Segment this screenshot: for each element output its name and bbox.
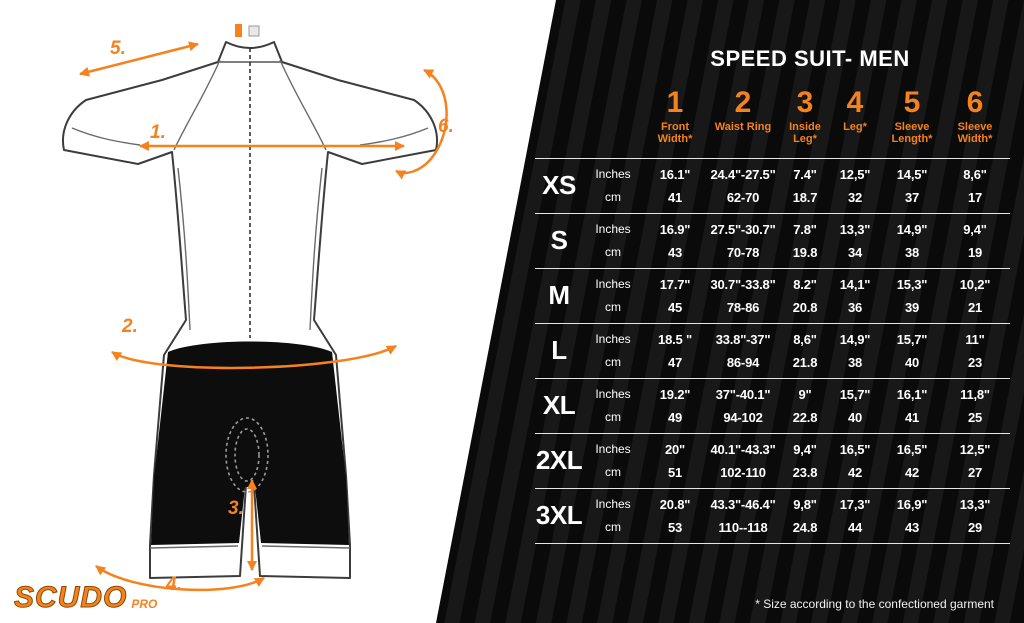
brand-name: SCUDO bbox=[13, 581, 128, 614]
column-header: 6 Sleeve Width* bbox=[957, 86, 993, 146]
leg-cuff-arrow bbox=[95, 565, 265, 592]
measurement-cell: 15,3"39 bbox=[896, 276, 928, 315]
collar-emblem bbox=[235, 24, 242, 37]
column-header: 2 Waist Ring bbox=[714, 86, 772, 134]
measurement-cell: 20"51 bbox=[664, 441, 686, 480]
size-label: M bbox=[548, 280, 570, 311]
sleeve-length-arrow bbox=[79, 41, 199, 77]
size-label: L bbox=[551, 335, 567, 366]
sleeve-width-arrow bbox=[395, 68, 448, 180]
measurement-cell: 16,1"41 bbox=[896, 386, 928, 425]
measurement-cell: 8.2"20.8 bbox=[792, 276, 818, 315]
measurement-cell: 11,8"25 bbox=[960, 386, 990, 425]
measurement-cell: 9,8"24.8 bbox=[792, 496, 818, 535]
measurement-cell: 37"-40.1"94-102 bbox=[715, 386, 771, 425]
diagram-panel: 1. 2. 3. 4. 5. 6. SCUDO PRO bbox=[0, 0, 556, 623]
table-header: 1 Front Width* 2 Waist Ring 3 Inside Leg… bbox=[535, 88, 1010, 146]
measure-label-2: 2. bbox=[121, 316, 138, 337]
measurement-cell: 16,5"42 bbox=[896, 441, 928, 480]
measurement-cell: 14,5"37 bbox=[896, 166, 928, 205]
measurement-cell: 20.8"53 bbox=[659, 496, 691, 535]
size-label: 2XL bbox=[535, 445, 583, 476]
size-table-panel: SPEED SUIT- MEN 1 Front Width* 2 Waist R… bbox=[535, 0, 1010, 623]
measurement-cell: 16.9"43 bbox=[659, 221, 691, 260]
measurement-cell: 8,6"21.8 bbox=[792, 331, 818, 370]
footnote: * Size according to the confectioned gar… bbox=[755, 597, 994, 611]
measurement-cell: 14,9"38 bbox=[839, 331, 871, 370]
shorts bbox=[151, 341, 349, 545]
measurement-cell: 15,7"40 bbox=[839, 386, 871, 425]
measurement-cell: 27.5"-30.7"70-78 bbox=[710, 221, 776, 260]
measurement-cell: 12,5"32 bbox=[839, 166, 871, 205]
brand-logo: SCUDO PRO bbox=[13, 581, 158, 614]
measurement-cell: 7.8"19.8 bbox=[792, 221, 818, 260]
measurement-cell: 9,4"23.8 bbox=[792, 441, 818, 480]
measure-label-3: 3. bbox=[228, 498, 244, 519]
measurement-cell: 14,1"36 bbox=[839, 276, 871, 315]
measurement-cell: 13,3"34 bbox=[839, 221, 871, 260]
size-label: 3XL bbox=[535, 500, 583, 531]
column-header: 1 Front Width* bbox=[657, 86, 693, 146]
size-label: XS bbox=[542, 170, 576, 201]
measurement-cell: 17.7"45 bbox=[659, 276, 691, 315]
measurement-cell: 19.2"49 bbox=[659, 386, 691, 425]
measurement-cell: 13,3"29 bbox=[959, 496, 991, 535]
waist-ring-arrow bbox=[111, 344, 397, 370]
measurement-cell: 8,6"17 bbox=[963, 166, 987, 205]
measurement-cell: 15,7"40 bbox=[896, 331, 928, 370]
measurement-cell: 14,9"38 bbox=[896, 221, 928, 260]
page-title: SPEED SUIT- MEN bbox=[710, 46, 910, 71]
measurement-cell: 18.5 "47 bbox=[658, 331, 692, 370]
measurement-cell: 11"23 bbox=[965, 331, 985, 370]
measurement-cell: 7.4"18.7 bbox=[792, 166, 818, 205]
measurement-cell: 40.1"-43.3"102-110 bbox=[710, 441, 776, 480]
measurement-cell: 33.8"-37"86-94 bbox=[715, 331, 771, 370]
measurement-cell: 10,2"21 bbox=[959, 276, 991, 315]
collar-size-tag bbox=[248, 25, 260, 37]
measurement-cell: 16.1"41 bbox=[659, 166, 691, 205]
column-header: 3 Inside Leg* bbox=[789, 86, 821, 146]
measure-label-1: 1. bbox=[150, 122, 166, 143]
speed-suit-diagram: 1. 2. 3. 4. 5. 6. bbox=[62, 24, 454, 595]
measurement-cell: 16,9"43 bbox=[896, 496, 928, 535]
measurement-cell: 24.4"-27.5"62-70 bbox=[710, 166, 776, 205]
measurement-cell: 17,3"44 bbox=[839, 496, 871, 535]
column-header: 5 Sleeve Length* bbox=[891, 86, 933, 146]
measure-label-6: 6. bbox=[438, 116, 454, 137]
measure-label-4: 4. bbox=[165, 574, 182, 595]
brand-suffix: PRO bbox=[131, 597, 158, 612]
column-header: 4 Leg* bbox=[843, 86, 867, 134]
measurement-cell: 9,4"19 bbox=[963, 221, 987, 260]
size-label: XL bbox=[542, 390, 576, 421]
measurement-cell: 30.7"-33.8"78-86 bbox=[710, 276, 776, 315]
size-label: S bbox=[550, 225, 568, 256]
measurement-cell: 12,5"27 bbox=[959, 441, 991, 480]
measurement-cell: 43.3"-46.4"110--118 bbox=[710, 496, 776, 535]
measurement-cell: 16,5"42 bbox=[839, 441, 871, 480]
measurement-cell: 9"22.8 bbox=[792, 386, 818, 425]
measure-label-5: 5. bbox=[110, 38, 126, 59]
